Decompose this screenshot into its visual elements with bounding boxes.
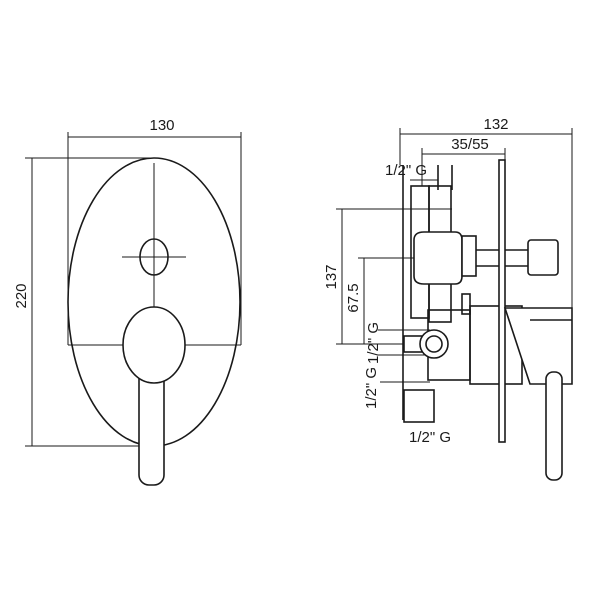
- diverter-collar: [461, 235, 477, 277]
- lower-inlet-label: 1/2" G: [363, 367, 380, 409]
- lever-handle-side: [545, 371, 563, 481]
- diverter-knob: [139, 238, 169, 276]
- top-inlet-label: 1/2" G: [385, 162, 427, 179]
- mixer-body: [122, 306, 186, 384]
- side-depth-label: 132: [483, 116, 508, 133]
- wall-plate-side: [498, 159, 506, 443]
- center-label: 67.5: [345, 283, 362, 312]
- side-height-label: 137: [323, 264, 340, 289]
- inlet-port-inner: [425, 335, 443, 353]
- side-inlet-label: 1/2" G: [365, 322, 382, 364]
- inlet-port-outer: [419, 329, 449, 359]
- front-width-label: 130: [149, 117, 174, 134]
- pressure-pin: [461, 293, 471, 315]
- diverter-cartridge: [413, 231, 463, 285]
- front-view: 130 220: [13, 117, 242, 486]
- bottom-outlet-label: 1/2" G: [409, 429, 451, 446]
- side-view: 132 35/55 1/2" G 137 67.5 1/2" G 1/2" G: [323, 116, 573, 481]
- diverter-knob-side: [527, 239, 559, 276]
- bottom-outlet: [403, 389, 435, 423]
- lever-body-side: [503, 307, 573, 385]
- front-height-label: 220: [13, 283, 30, 308]
- adjust-label: 35/55: [451, 136, 489, 153]
